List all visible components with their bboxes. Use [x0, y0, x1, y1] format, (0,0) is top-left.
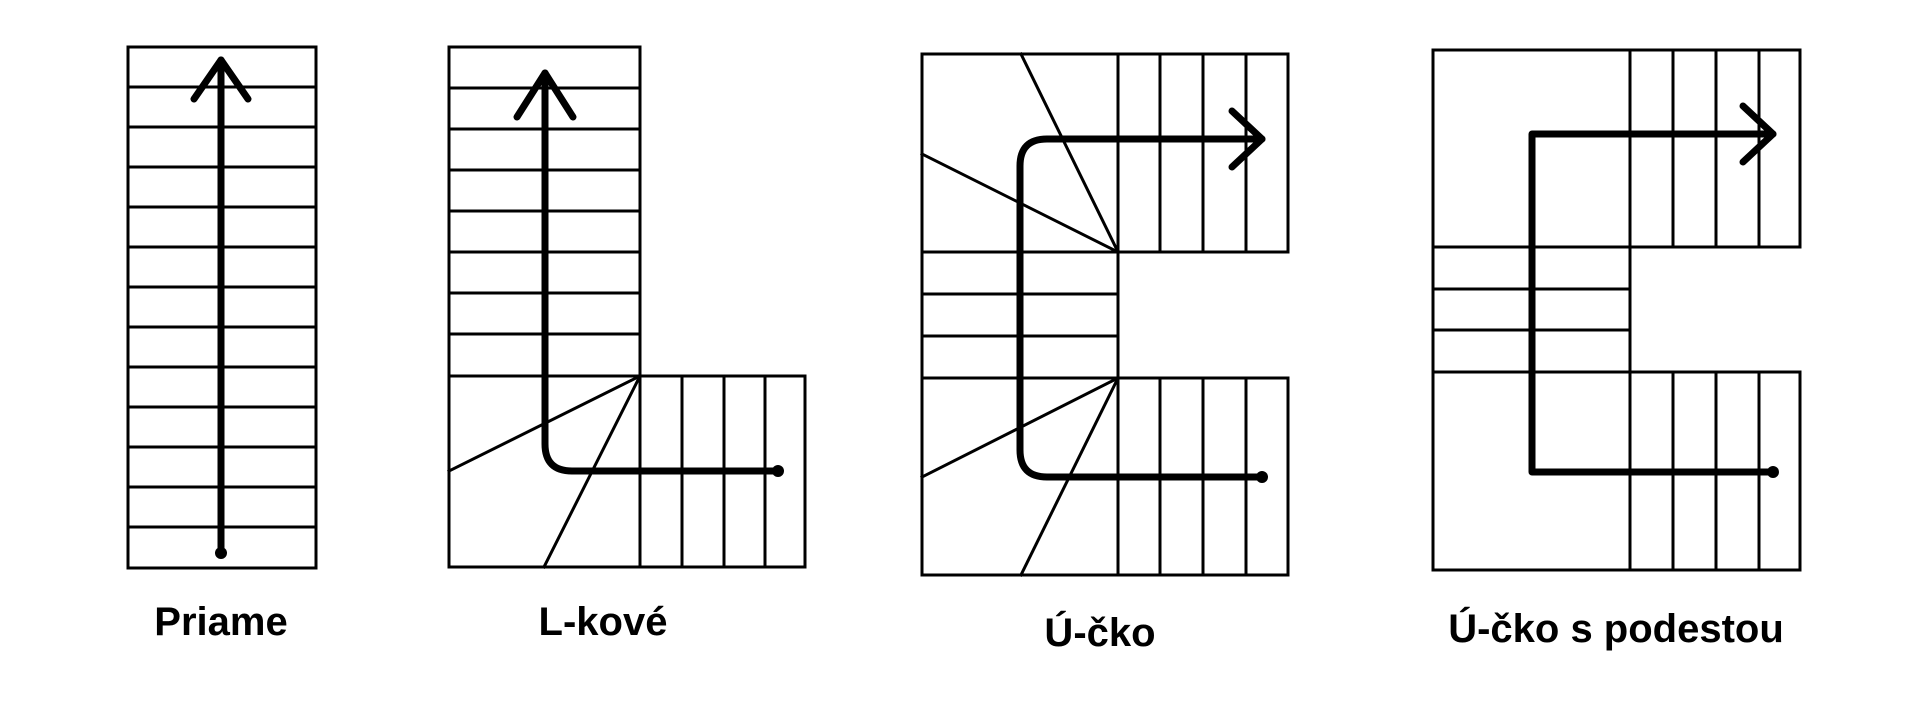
u-landing-stair-outline	[1431, 48, 1802, 572]
u-landing-staircase	[1431, 48, 1802, 572]
straight-start-dot-icon	[215, 547, 227, 559]
u-landing-walk-line	[1528, 130, 1777, 476]
u-stair-outline	[920, 52, 1290, 577]
caption-l-shaped: L-kové	[538, 600, 668, 644]
u-stair-top-flight	[1116, 52, 1248, 254]
u-arrow-head-icon	[1228, 107, 1266, 171]
u-landing-arrow-head-icon	[1739, 102, 1777, 166]
u-landing-top-flight	[1628, 48, 1761, 249]
straight-arrow-head-icon	[190, 56, 252, 103]
l-start-dot-icon	[772, 465, 784, 477]
caption-straight: Priame	[154, 600, 288, 644]
u-landing-start-dot-icon	[1767, 466, 1779, 478]
u-walk-line	[1016, 135, 1266, 481]
straight-stair-outline	[126, 45, 318, 570]
caption-u-landing: Ú-čko s podestou	[1448, 607, 1784, 651]
caption-u-shaped: Ú-čko	[1044, 611, 1156, 655]
straight-staircase	[126, 45, 318, 570]
l-shaped-staircase	[446, 45, 807, 570]
l-walk-line	[541, 69, 782, 475]
u-start-dot-icon	[1256, 471, 1268, 483]
u-shaped-staircase	[919, 51, 1290, 578]
l-arrow-head-icon	[513, 69, 577, 121]
l-stair-outline	[447, 45, 807, 569]
